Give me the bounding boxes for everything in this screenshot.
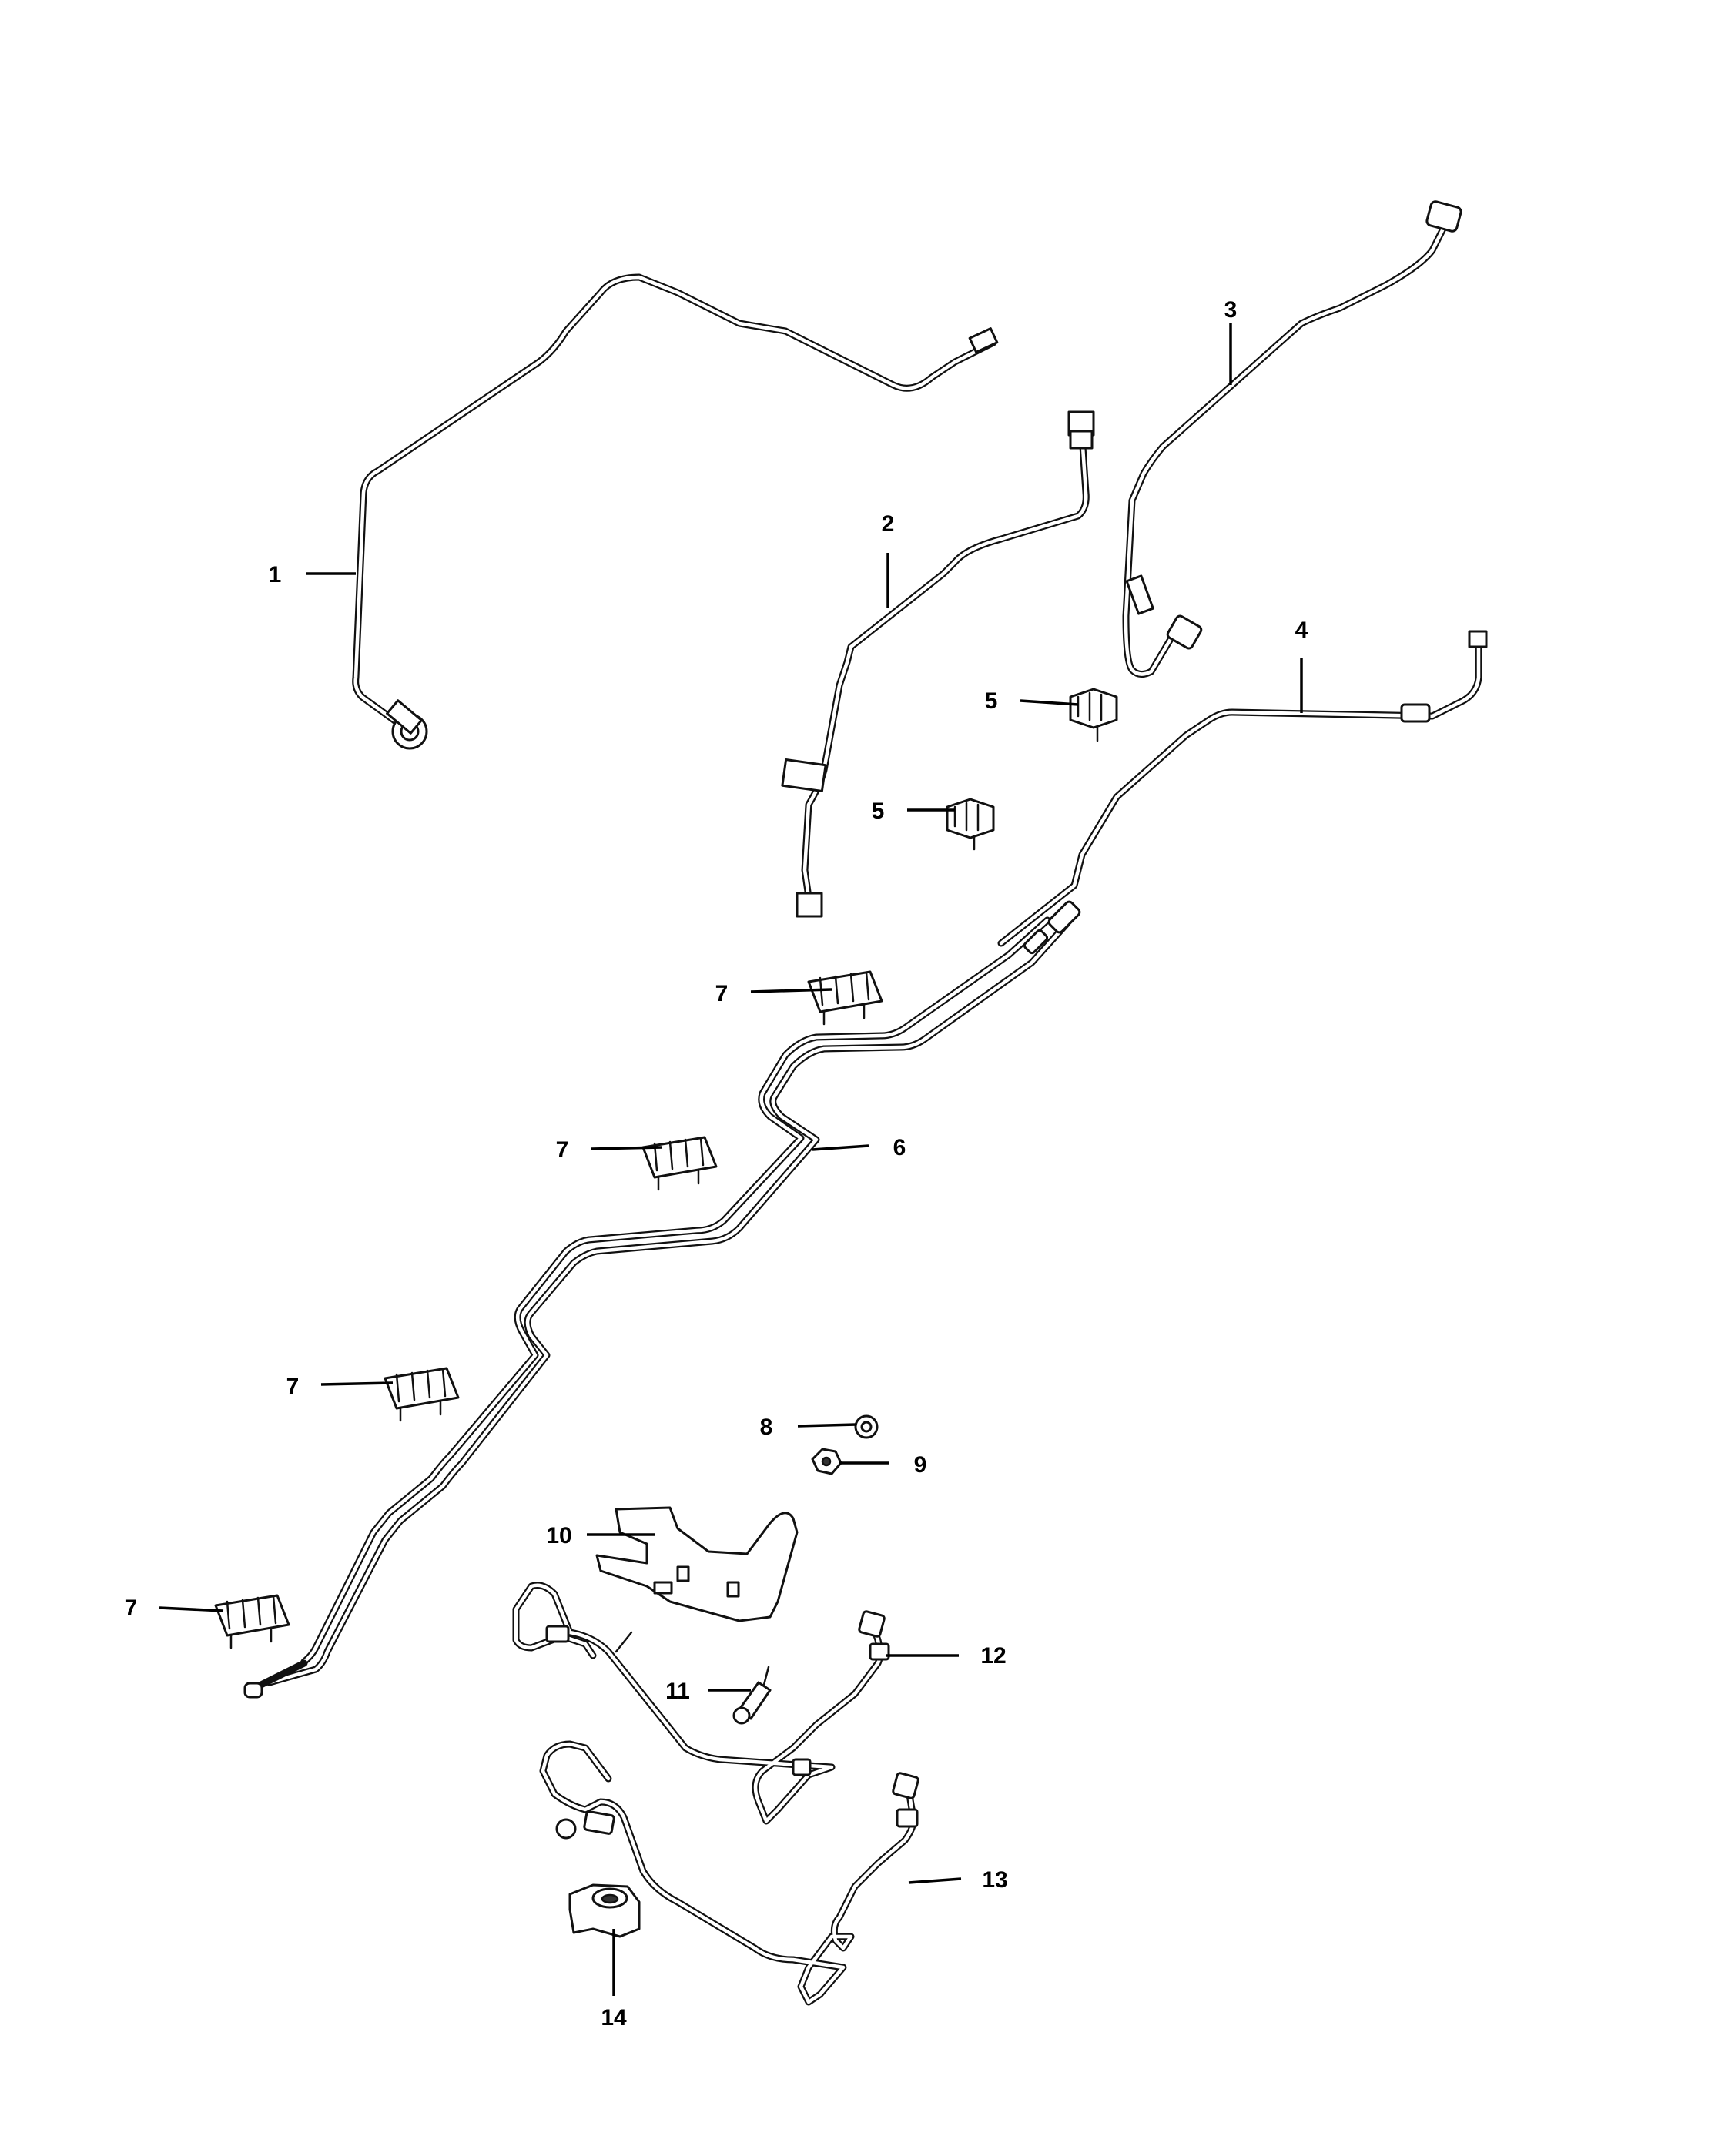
part-9-nut xyxy=(811,1448,842,1475)
part-4-tube xyxy=(997,630,1488,947)
part-7-clip-c xyxy=(384,1367,460,1422)
part-14-clip xyxy=(568,1883,641,1938)
callout-12: 12 xyxy=(980,1643,1006,1669)
part-1-tube xyxy=(352,273,999,750)
part-2-tube xyxy=(781,410,1095,918)
part-13-tube xyxy=(539,1740,919,2006)
callout-3: 3 xyxy=(1224,297,1238,323)
callout-6: 6 xyxy=(893,1135,906,1160)
callout-4: 4 xyxy=(1295,618,1308,643)
callout-1: 1 xyxy=(269,562,282,588)
leader-lines xyxy=(159,323,1303,1996)
callout-13: 13 xyxy=(982,1867,1007,1893)
part-12-tube xyxy=(512,1582,890,1825)
callout-7b: 7 xyxy=(556,1137,569,1163)
callout-8: 8 xyxy=(760,1414,773,1440)
callout-5a: 5 xyxy=(985,688,998,714)
part-7-clip-b xyxy=(641,1136,718,1191)
part-11-connector xyxy=(732,1666,772,1725)
callout-7d: 7 xyxy=(125,1595,138,1621)
part-7-clip-d xyxy=(214,1594,290,1649)
callout-2: 2 xyxy=(882,511,895,537)
part-10-bracket xyxy=(595,1506,799,1622)
part-5-clip-b xyxy=(946,798,995,851)
part-7-clip-a xyxy=(807,970,883,1026)
part-6-tube xyxy=(243,900,1081,1699)
callout-9: 9 xyxy=(914,1452,927,1478)
callout-5b: 5 xyxy=(872,798,885,824)
part-3-tube xyxy=(1122,200,1462,678)
callout-11: 11 xyxy=(665,1679,690,1704)
part-8-washer xyxy=(854,1414,879,1439)
part-5-clip-a xyxy=(1069,688,1118,742)
callout-7a: 7 xyxy=(715,981,729,1006)
callout-10: 10 xyxy=(546,1523,571,1548)
callout-7c: 7 xyxy=(286,1374,300,1399)
callout-14: 14 xyxy=(601,2005,627,2030)
